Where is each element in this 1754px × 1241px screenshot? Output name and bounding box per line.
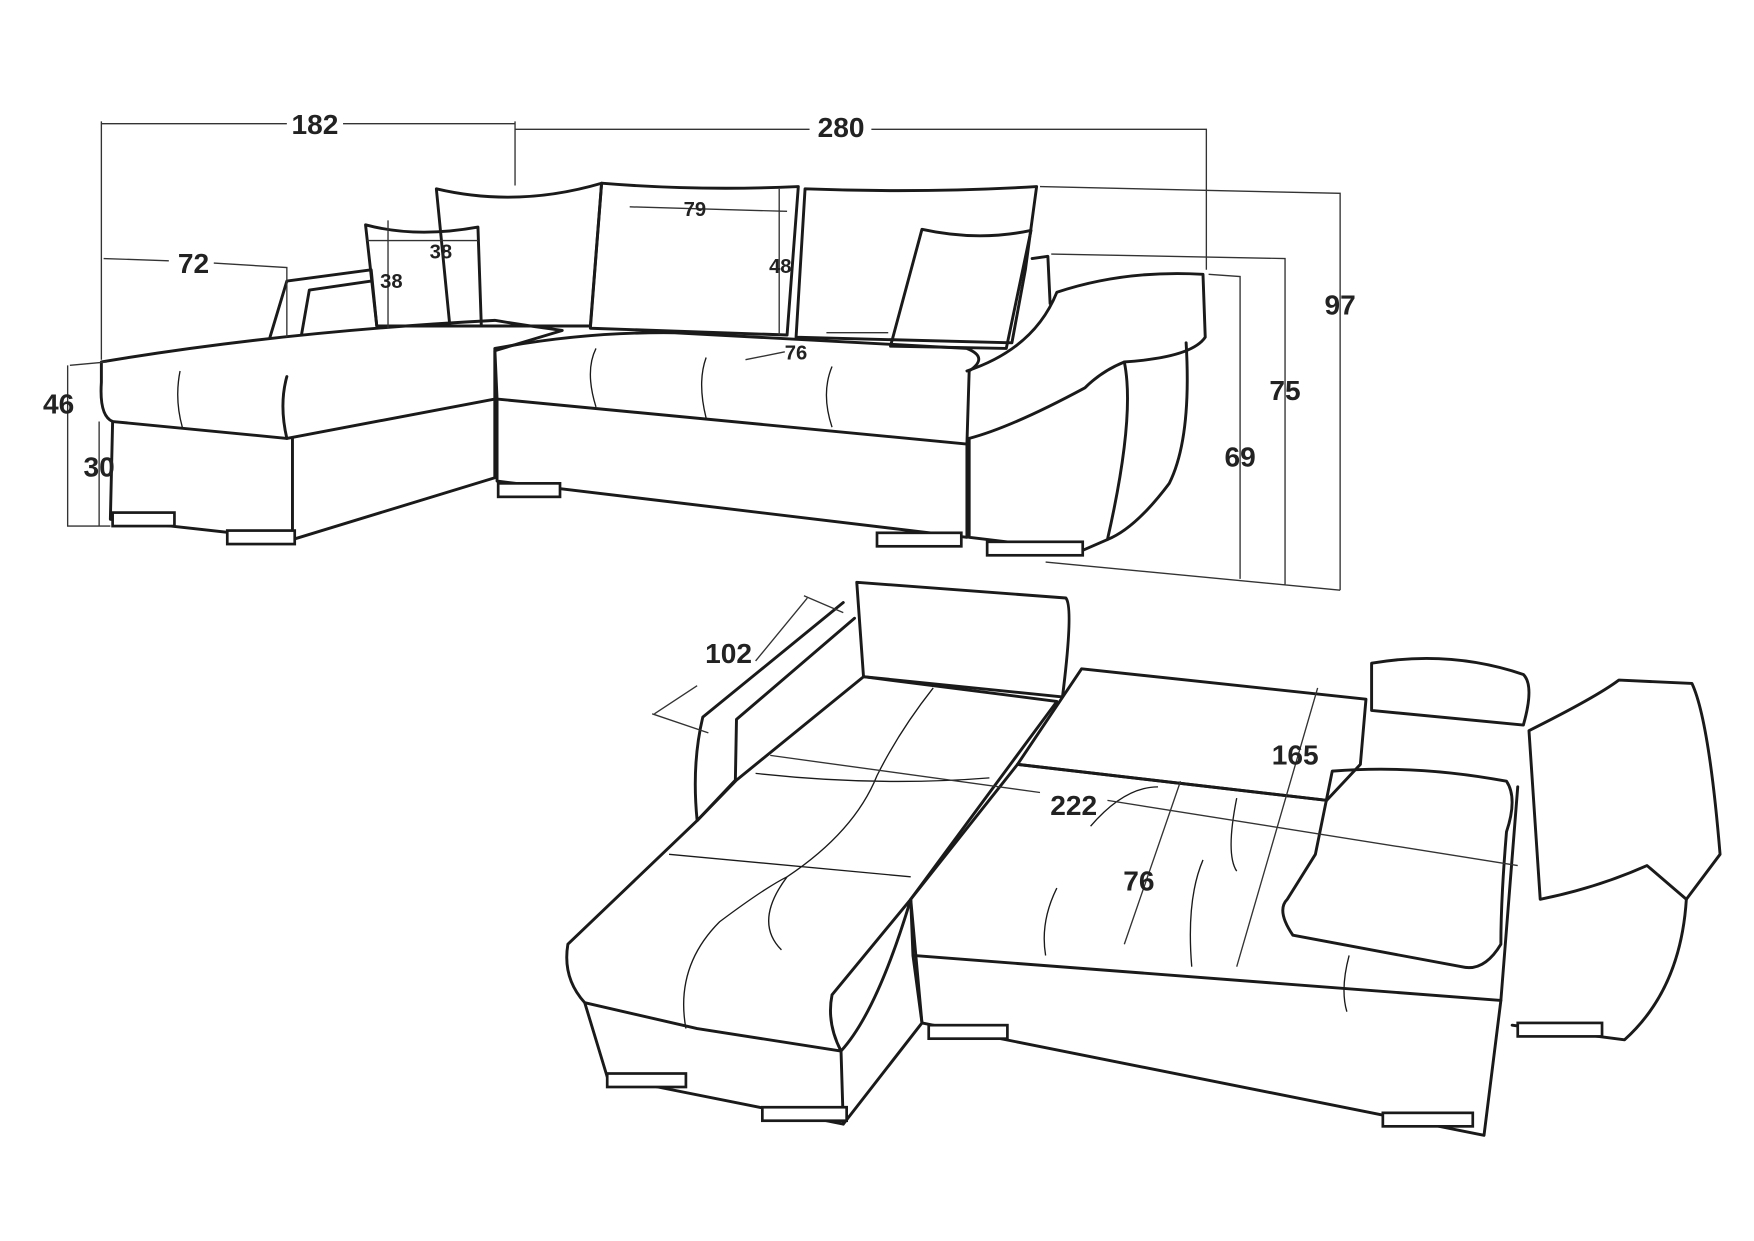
label-76-bed: 76 [1123, 865, 1154, 896]
dimension-labels-top: 182 280 72 38 38 79 48 76 46 30 69 75 97 [43, 109, 1356, 483]
label-cushion-height: 38 [380, 271, 403, 293]
label-222: 222 [1050, 790, 1097, 821]
label-cushion-width: 38 [430, 242, 453, 264]
label-280: 280 [818, 112, 865, 143]
label-75: 75 [1269, 375, 1300, 406]
label-69: 69 [1224, 441, 1255, 472]
dimension-lines-bed [651, 595, 1518, 967]
dimension-labels-bed: 102 165 222 76 [705, 638, 1318, 896]
label-97: 97 [1325, 290, 1356, 321]
label-79: 79 [684, 199, 707, 221]
dimension-lines-top [66, 121, 1341, 591]
label-76-top: 76 [785, 343, 808, 365]
label-102: 102 [705, 638, 752, 669]
label-182: 182 [292, 109, 339, 140]
label-72: 72 [178, 248, 209, 279]
sofa-assembled [99, 181, 1207, 557]
label-30: 30 [84, 452, 115, 483]
label-46: 46 [43, 389, 74, 420]
label-48: 48 [769, 256, 792, 278]
label-165: 165 [1272, 739, 1319, 770]
sofa-bed-extended [565, 580, 1722, 1137]
